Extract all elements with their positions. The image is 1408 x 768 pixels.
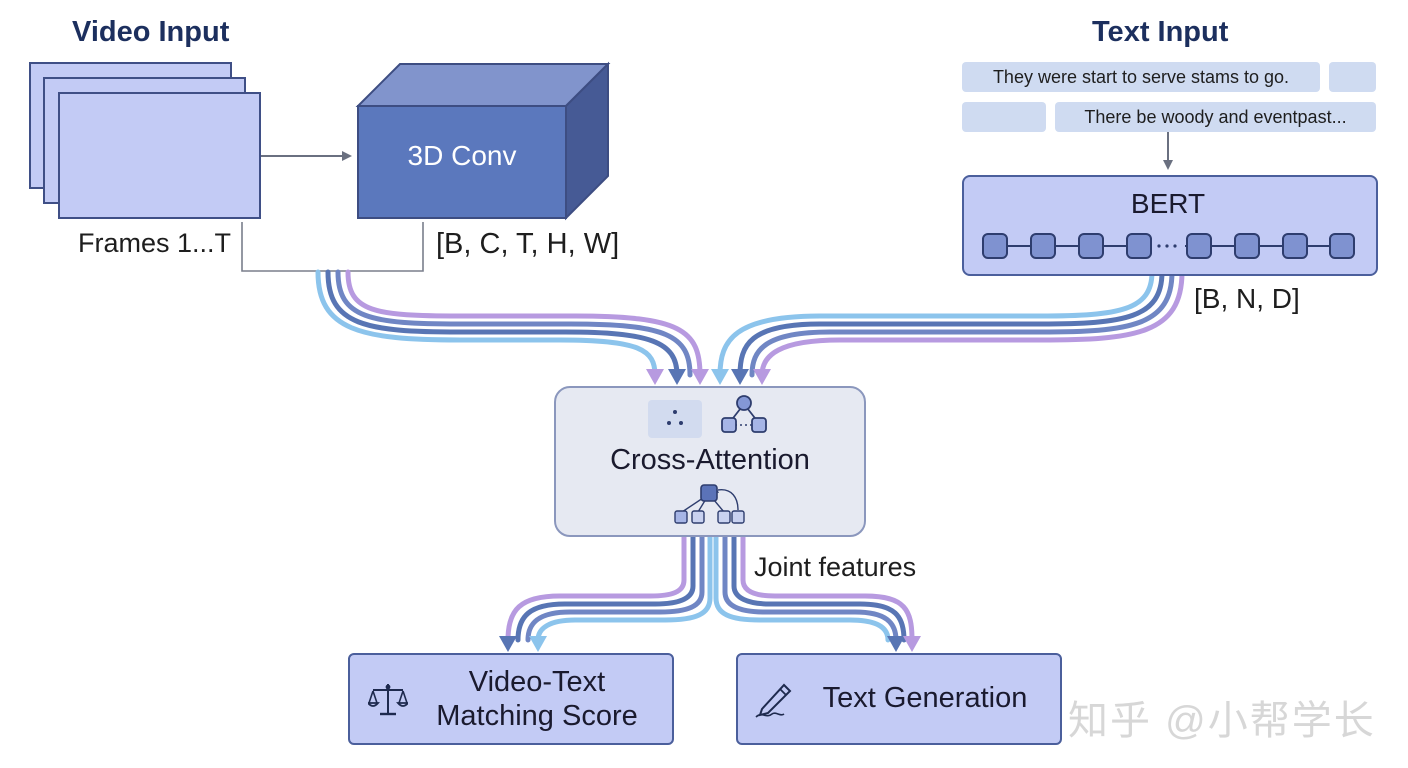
bert-label: BERT xyxy=(1130,188,1206,219)
matching-label-line-1: Video-Text xyxy=(468,666,606,698)
conv3d-top-face xyxy=(355,63,611,107)
cross-attention-box xyxy=(554,386,866,537)
attention-dots-icon xyxy=(648,400,702,438)
text-sentence-1: They were start to serve stams to go. xyxy=(962,62,1320,92)
video-flow-ribbons xyxy=(315,269,703,378)
pen-writing-icon xyxy=(755,683,792,718)
bert-token-node xyxy=(1030,233,1056,259)
text-generation-box: Text Generation xyxy=(736,653,1062,745)
text-flow-ribbons xyxy=(717,269,1185,378)
text-shape-label: [B, N, D] xyxy=(1194,283,1300,314)
scale-icon xyxy=(368,684,408,716)
attention-hierarchy-icon xyxy=(674,484,745,524)
joint-features-label: Joint features xyxy=(754,552,917,582)
text-generation-label: Text Generation xyxy=(822,682,1028,714)
bert-token-node xyxy=(1186,233,1212,259)
matching-score-label: Video-Text Matching Score xyxy=(410,665,664,733)
watermark-text: 知乎 @小帮学长 xyxy=(1068,699,1376,743)
text-flow-arrowheads xyxy=(711,369,771,385)
generation-flow-ribbons xyxy=(713,530,915,643)
matching-flow-ribbons xyxy=(505,530,713,643)
video-merge-bracket xyxy=(241,222,424,272)
conv3d-front-face xyxy=(357,105,567,219)
conv3d-label: 3D Conv xyxy=(407,140,517,171)
matching-flow-arrowheads xyxy=(499,636,547,652)
bert-token-node xyxy=(1282,233,1308,259)
bert-encoder-box xyxy=(962,175,1378,276)
video-frame-front xyxy=(58,92,261,219)
tree-graph-icon xyxy=(721,395,767,433)
bert-token-node xyxy=(1126,233,1152,259)
generation-flow-arrowheads xyxy=(887,636,921,652)
frames-label: Frames 1...T xyxy=(78,228,232,258)
video-shape-label: [B, C, T, H, W] xyxy=(436,228,620,260)
conv3d-block xyxy=(355,61,611,221)
bert-token-chain xyxy=(982,233,1355,259)
bert-token-node xyxy=(1234,233,1260,259)
text-token-empty-1 xyxy=(1329,62,1376,92)
bert-token-node xyxy=(982,233,1008,259)
text-input-title: Text Input xyxy=(1092,16,1229,48)
matching-label-line-2: Matching Score xyxy=(436,700,638,732)
video-flow-arrowheads xyxy=(646,369,709,385)
cross-attention-label: Cross-Attention xyxy=(610,444,810,476)
bert-token-node xyxy=(1078,233,1104,259)
text-sentence-2: There be woody and eventpast... xyxy=(1055,102,1376,132)
video-input-title: Video Input xyxy=(72,16,230,48)
matching-score-box: Video-Text Matching Score xyxy=(348,653,674,745)
text-token-empty-2 xyxy=(962,102,1046,132)
bert-token-node xyxy=(1329,233,1355,259)
